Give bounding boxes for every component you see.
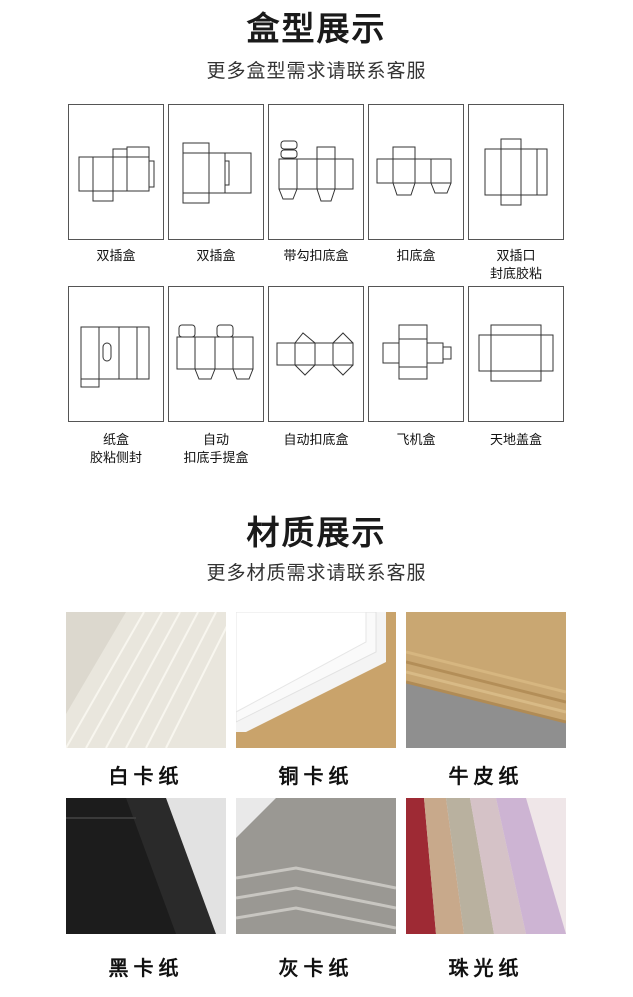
double-tuck-box-icon bbox=[182, 142, 252, 204]
box-label-line-1: 双插盒 bbox=[96, 249, 136, 264]
box-label-line-1: 纸盒 bbox=[102, 433, 129, 448]
box-label-line-2: 封底胶粘 bbox=[489, 267, 542, 282]
box-section-subtitle: 更多盒型需求请联系客服 bbox=[206, 60, 427, 82]
lock-bottom-box-icon bbox=[376, 146, 452, 196]
side-glued-box-icon bbox=[80, 326, 150, 388]
box-label-line-1: 自动 bbox=[202, 433, 229, 448]
box-card-side-glued[interactable] bbox=[68, 286, 164, 422]
white-card-paper-image bbox=[66, 612, 226, 748]
lid-base-box-icon bbox=[478, 324, 554, 382]
material-label-pearl: 珠光纸 bbox=[448, 956, 524, 980]
box-label-line-2: 胶粘侧封 bbox=[89, 451, 142, 466]
box-card-lid-base[interactable] bbox=[468, 286, 564, 422]
coated-card-paper-image bbox=[236, 612, 396, 748]
handle-box-icon bbox=[176, 324, 254, 380]
black-card-paper-image bbox=[66, 798, 226, 934]
material-label-black-card: 黑卡纸 bbox=[108, 956, 184, 980]
pearl-paper-image bbox=[406, 798, 566, 934]
material-image-black-card[interactable] bbox=[66, 798, 226, 934]
box-label-line-1: 扣底盒 bbox=[396, 249, 436, 264]
box-label-side-glued: 纸盒 胶粘侧封 bbox=[68, 432, 164, 468]
box-label-line-1: 自动扣底盒 bbox=[283, 433, 349, 448]
material-image-coated-card[interactable] bbox=[236, 612, 396, 748]
box-label-lid-base: 天地盖盒 bbox=[468, 432, 564, 450]
box-label-glued-bottom: 双插口 封底胶粘 bbox=[468, 248, 564, 284]
box-label-line-1: 天地盖盒 bbox=[489, 433, 542, 448]
box-card-mailer[interactable] bbox=[368, 286, 464, 422]
box-card-handle[interactable] bbox=[168, 286, 264, 422]
material-label-gray-card: 灰卡纸 bbox=[278, 956, 354, 980]
material-section-subtitle: 更多材质需求请联系客服 bbox=[206, 562, 427, 584]
box-section-title: 盒型展示 bbox=[246, 9, 387, 48]
box-card-lock-bottom[interactable] bbox=[368, 104, 464, 240]
material-section-title: 材质展示 bbox=[246, 513, 387, 552]
box-label-double-tuck-1: 双插盒 bbox=[68, 248, 164, 266]
box-label-lock-bottom: 扣底盒 bbox=[368, 248, 464, 266]
material-image-white-card[interactable] bbox=[66, 612, 226, 748]
box-card-auto-lock-bottom[interactable] bbox=[268, 286, 364, 422]
box-label-hook-lock-bottom: 带勾扣底盒 bbox=[268, 248, 364, 266]
box-card-glued-bottom[interactable] bbox=[468, 104, 564, 240]
box-label-line-2: 扣底手提盒 bbox=[183, 451, 249, 466]
box-label-double-tuck-2: 双插盒 bbox=[168, 248, 264, 266]
hook-lock-bottom-box-icon bbox=[278, 140, 354, 202]
box-label-line-1: 飞机盒 bbox=[396, 433, 436, 448]
box-card-hook-lock-bottom[interactable] bbox=[268, 104, 364, 240]
box-card-double-tuck-2[interactable] bbox=[168, 104, 264, 240]
kraft-paper-image bbox=[406, 612, 566, 748]
material-image-gray-card[interactable] bbox=[236, 798, 396, 934]
material-image-pearl[interactable] bbox=[406, 798, 566, 934]
box-label-line-1: 双插盒 bbox=[196, 249, 236, 264]
box-label-line-1: 双插口 bbox=[496, 249, 536, 264]
material-label-white-card: 白卡纸 bbox=[108, 764, 184, 788]
box-label-mailer: 飞机盒 bbox=[368, 432, 464, 450]
material-image-kraft[interactable] bbox=[406, 612, 566, 748]
box-label-auto-lock-bottom: 自动扣底盒 bbox=[268, 432, 364, 450]
glued-bottom-box-icon bbox=[484, 138, 548, 206]
box-label-line-1: 带勾扣底盒 bbox=[283, 249, 349, 264]
gray-card-paper-image bbox=[236, 798, 396, 934]
box-card-double-tuck-1[interactable] bbox=[68, 104, 164, 240]
material-label-kraft: 牛皮纸 bbox=[448, 764, 524, 788]
auto-lock-bottom-box-icon bbox=[276, 332, 354, 376]
double-tuck-box-icon bbox=[78, 146, 155, 202]
material-label-coated-card: 铜卡纸 bbox=[278, 764, 354, 788]
mailer-box-icon bbox=[382, 324, 452, 380]
box-label-handle: 自动 扣底手提盒 bbox=[168, 432, 264, 468]
